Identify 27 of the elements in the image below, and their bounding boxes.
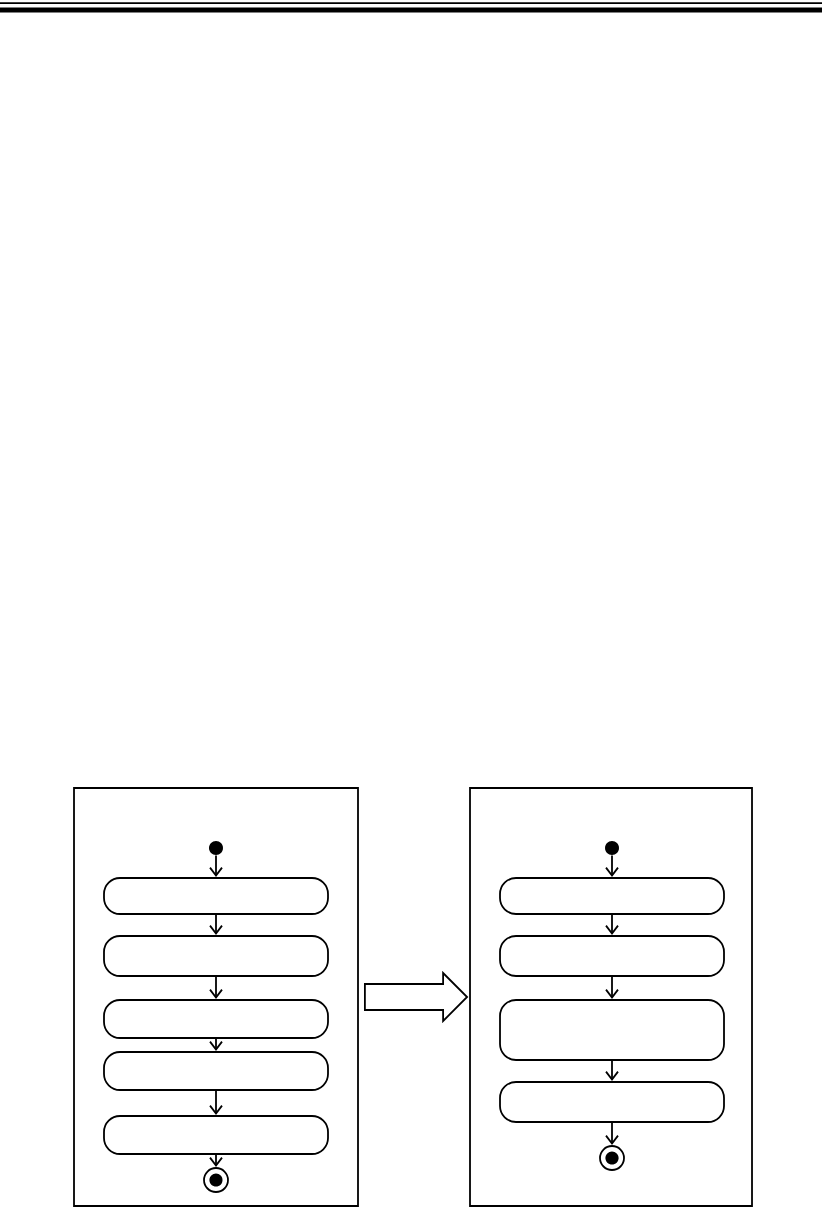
start-dot [209,841,223,855]
frame-box [73,787,359,1207]
activity-box [103,935,329,977]
activity-box [103,1115,329,1155]
activity-box [103,877,329,915]
end-bullseye [203,1167,229,1193]
arrow [209,1090,223,1116]
arrow [209,1154,223,1168]
arrow [605,1060,619,1082]
frame-box [469,787,753,1207]
activity-box [499,877,725,915]
arrow [605,976,619,1000]
activity-box [499,999,725,1061]
arrow [605,1122,619,1146]
arrow [209,854,223,878]
activity-box [499,1081,725,1123]
activity-box [103,999,329,1039]
arrow [209,1038,223,1052]
start-dot [605,841,619,855]
arrow [209,976,223,1000]
arrow [605,914,619,936]
arrow [209,914,223,936]
activity-box [103,1051,329,1091]
block-arrow [364,970,469,1024]
activity-box [499,935,725,977]
end-bullseye [599,1145,625,1171]
arrow [605,854,619,878]
